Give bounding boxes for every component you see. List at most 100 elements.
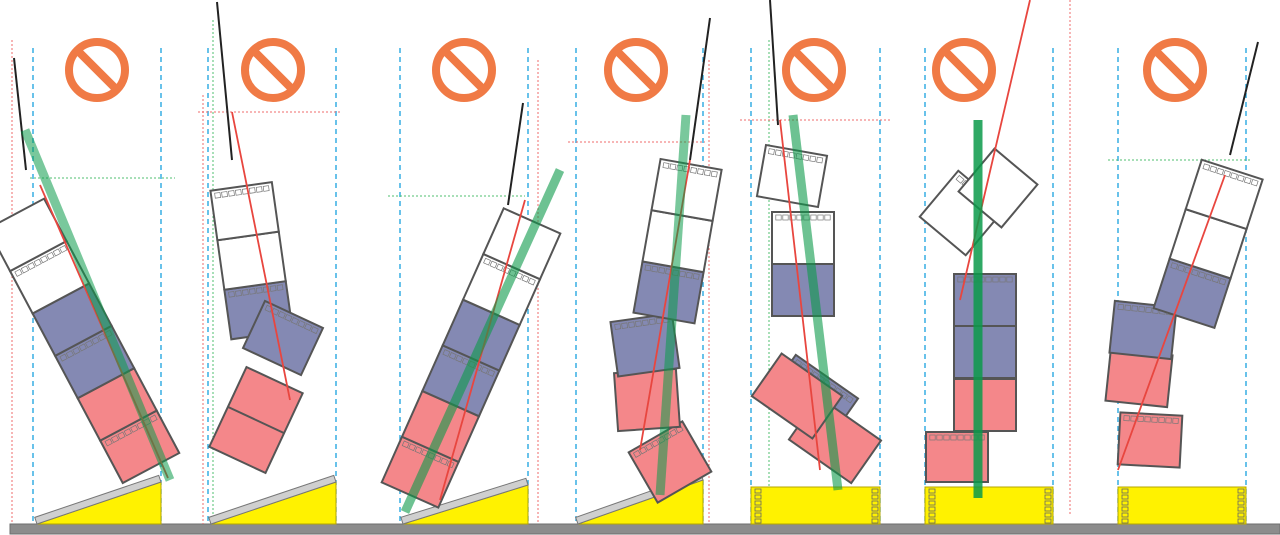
block-teeth (433, 454, 442, 463)
stack-block (609, 312, 681, 378)
spring-coil (928, 518, 936, 524)
no-entry-icon (786, 42, 842, 98)
block-teeth (678, 270, 686, 278)
spring-coil (1237, 506, 1245, 512)
block-teeth (692, 273, 700, 280)
block-teeth (248, 288, 256, 295)
spring-coil (928, 506, 936, 512)
block-teeth (33, 258, 42, 267)
stack-block (1108, 299, 1178, 361)
red-center-line (959, 0, 1031, 301)
block-body (609, 312, 681, 378)
block-teeth (104, 438, 113, 447)
spring-coil (754, 494, 762, 500)
spring-coil (928, 494, 936, 500)
block-teeth (1123, 415, 1130, 422)
block-teeth (442, 349, 451, 357)
block-teeth (59, 245, 68, 254)
block-teeth (621, 322, 629, 329)
block-body (953, 378, 1017, 432)
block-teeth (710, 170, 718, 178)
bases (34, 472, 1247, 525)
spring-coil (754, 500, 762, 506)
block-teeth (480, 366, 489, 374)
guide-lines (11, 0, 1250, 524)
block-body (771, 211, 835, 265)
block-teeth (1211, 275, 1220, 284)
tilted-plank (208, 474, 337, 525)
block-teeth (957, 276, 964, 283)
spring-coil (1044, 488, 1052, 494)
no-entry-icon (436, 42, 492, 98)
green-axis (400, 168, 565, 514)
block-teeth (639, 446, 648, 455)
block-teeth (78, 343, 87, 352)
block-teeth (645, 442, 654, 451)
block-teeth (269, 285, 277, 292)
spring-coil (871, 518, 879, 524)
block-teeth (955, 174, 965, 184)
block-teeth (703, 169, 711, 177)
block-teeth (235, 290, 242, 297)
block-teeth (1131, 305, 1139, 312)
block-teeth (277, 310, 286, 319)
block-teeth (1177, 264, 1186, 272)
block-body (771, 263, 835, 317)
block-teeth (483, 257, 492, 266)
block-teeth (1124, 304, 1132, 311)
block-teeth (117, 431, 126, 440)
block-divider (227, 405, 285, 435)
block-teeth (1202, 163, 1211, 171)
block-teeth (39, 255, 49, 264)
block-teeth (46, 251, 55, 260)
block-teeth (72, 346, 81, 355)
block-body (241, 299, 325, 377)
spring-coil (1044, 512, 1052, 518)
block-teeth (487, 369, 496, 377)
block-teeth (810, 214, 817, 221)
spring-coil (928, 512, 936, 518)
block-teeth (635, 320, 642, 327)
block-teeth (85, 340, 94, 349)
block-teeth (1218, 277, 1227, 286)
block-teeth (1145, 306, 1152, 314)
spring-coil (1121, 518, 1129, 524)
block-teeth (632, 449, 642, 458)
block-body (755, 143, 829, 209)
spring-coil (1044, 518, 1052, 524)
block-teeth (235, 189, 242, 196)
block-teeth (228, 291, 235, 298)
block-teeth (1230, 172, 1238, 180)
block-teeth (1165, 417, 1172, 424)
black-rod (13, 57, 27, 171)
block-teeth (65, 350, 75, 359)
block-teeth (1204, 273, 1213, 281)
block-body (1108, 299, 1178, 361)
block-teeth (1216, 167, 1225, 176)
block-teeth (221, 191, 228, 198)
block-teeth (1236, 174, 1245, 182)
block-body (1184, 158, 1264, 231)
block-teeth (262, 185, 270, 192)
stack-block (241, 299, 325, 377)
spring-coil (754, 506, 762, 512)
spring-coil (1121, 506, 1129, 512)
block-teeth (1006, 276, 1013, 283)
black-rod (216, 1, 233, 161)
spring-coil (1044, 506, 1052, 512)
green-axis (20, 128, 175, 482)
block-teeth (644, 264, 652, 272)
tilted-plank (400, 477, 529, 525)
block-teeth (999, 276, 1006, 283)
block-teeth (297, 320, 306, 328)
stack-block (1116, 411, 1184, 469)
stack-block (953, 378, 1017, 432)
block-teeth (824, 214, 831, 221)
block-teeth (809, 155, 817, 163)
stack-block (209, 181, 280, 242)
spring-coil (1237, 512, 1245, 518)
black-rod (1229, 41, 1259, 156)
block-teeth (1138, 306, 1145, 313)
block-teeth (310, 326, 319, 335)
block-teeth (845, 395, 854, 404)
